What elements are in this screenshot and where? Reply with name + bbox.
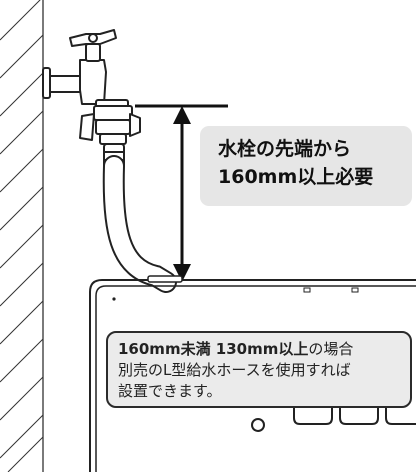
measurement-arrow <box>135 104 228 282</box>
clearance-callout: 水栓の先端から 160mm以上必要 <box>200 126 412 206</box>
note-line2: 別売のL型給水ホースを使用すれば <box>118 361 351 379</box>
water-faucet <box>42 29 129 109</box>
note-line3: 設置できます。 <box>118 382 222 400</box>
appliance-unit <box>89 275 416 472</box>
appliance-ports <box>251 404 416 432</box>
note-line1-bold: 160mm未満 130mm以上 <box>118 340 309 358</box>
clearance-callout-line2: 160mm以上必要 <box>218 166 374 188</box>
alternative-hose-note: 160mm未満 130mm以上の場合 別売のL型給水ホースを使用すれば 設置でき… <box>106 331 412 408</box>
clearance-callout-line1: 水栓の先端から <box>218 138 352 160</box>
wall <box>0 0 44 472</box>
note-line1: 160mm未満 130mm以上の場合 <box>118 339 410 360</box>
water-hose <box>102 155 177 293</box>
note-line1-rest: の場合 <box>308 340 354 358</box>
